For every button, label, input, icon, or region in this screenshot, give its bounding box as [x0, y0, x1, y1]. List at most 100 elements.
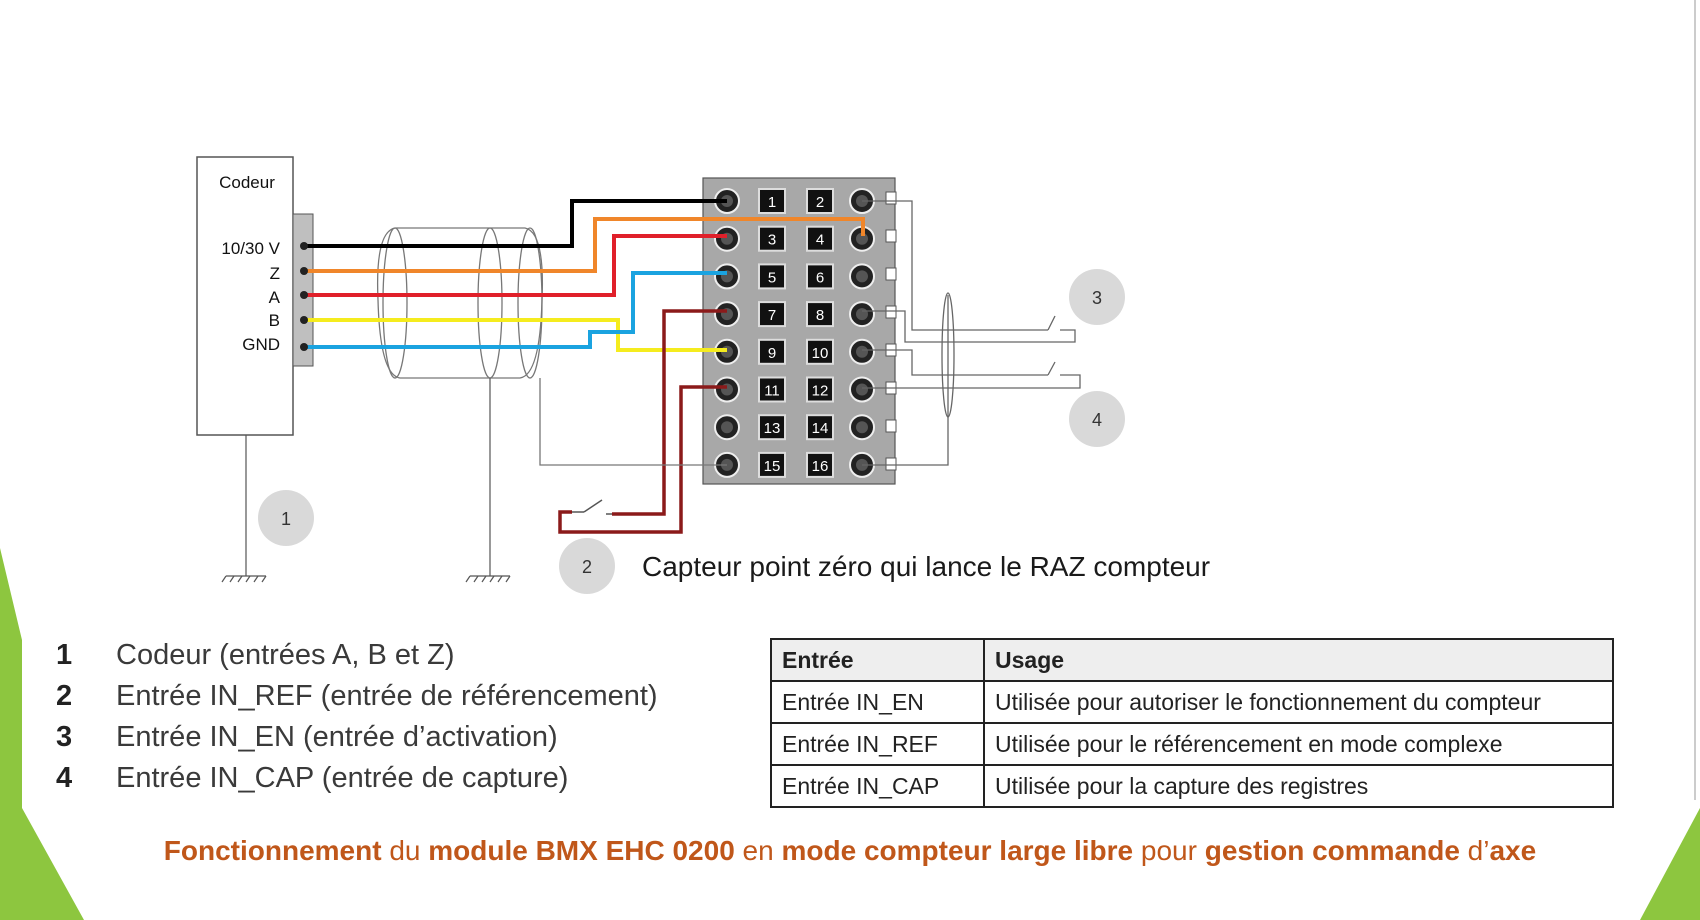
terminal-number: 10	[812, 345, 829, 362]
terminal-number: 3	[768, 232, 776, 249]
caption-part: du	[381, 835, 429, 866]
encoder-pin-labels: 10/30 V Z A B GND	[221, 239, 280, 354]
slide-caption: Fonctionnement du module BMX EHC 0200 en…	[0, 835, 1700, 867]
terminal-number-box	[758, 414, 786, 441]
terminal-number: 9	[768, 345, 776, 362]
legend-number: 1	[56, 639, 73, 671]
terminal-number-box	[758, 188, 786, 214]
terminal-number-box	[806, 225, 834, 252]
table-row: Entrée IN_EN Utilisée pour autoriser le …	[770, 680, 1614, 724]
terminal-number-box	[806, 301, 834, 328]
terminal-number-box	[758, 338, 786, 365]
table-header-row: Entrée Usage	[770, 638, 1614, 682]
zero-sensor-label: Capteur point zéro qui lance le RAZ comp…	[642, 551, 1211, 582]
terminal-number: 16	[812, 458, 829, 475]
terminal-screw-center	[721, 421, 733, 434]
legend-number: 3	[56, 721, 73, 753]
caption-part: module BMX EHC 0200	[428, 835, 735, 866]
cable-shield	[376, 227, 544, 379]
caption-part: d’	[1459, 835, 1490, 866]
legend-item: 1 Codeur (entrées A, B et Z)	[56, 635, 756, 676]
green-corner-left	[0, 548, 84, 920]
cell-usage: Utilisée pour la capture des registres	[983, 764, 1614, 808]
terminal-number: 11	[764, 383, 780, 400]
wire-a	[305, 234, 727, 297]
terminal-number-box	[806, 376, 834, 403]
wire-ref-b	[558, 385, 727, 534]
header-entree: Entrée	[770, 638, 985, 682]
terminal-number: 8	[816, 307, 824, 324]
wire-b	[305, 318, 727, 352]
terminal-number-box	[806, 338, 834, 365]
terminal-number: 1	[768, 194, 776, 211]
wires	[305, 199, 865, 534]
legend-number: 4	[56, 762, 73, 794]
legend-item: 4 Entrée IN_CAP (entrée de capture)	[56, 758, 756, 799]
shield-drain-wire	[539, 378, 727, 466]
svg-text:4: 4	[1092, 410, 1102, 430]
terminal-number-box	[758, 451, 786, 478]
pin-label-supply: 10/30 V	[221, 239, 280, 258]
wire-ref-a	[612, 309, 727, 516]
terminal-number-box	[758, 301, 786, 328]
table-row: Entrée IN_REF Utilisée pour le référence…	[770, 722, 1614, 766]
right-side-wiring	[862, 200, 1081, 466]
cell-entree: Entrée IN_CAP	[770, 764, 985, 808]
legend-item: 2 Entrée IN_REF (entrée de référencement…	[56, 676, 756, 717]
pin-label-gnd: GND	[242, 335, 280, 354]
caption-part: mode compteur large libre	[781, 835, 1134, 866]
wire-gnd	[305, 271, 727, 349]
svg-text:3: 3	[1092, 288, 1102, 308]
callout-3: 3	[1069, 269, 1125, 325]
cell-usage: Utilisée pour le référencement en mode c…	[983, 722, 1614, 766]
terminal-number: 4	[816, 232, 824, 249]
legend: 1 Codeur (entrées A, B et Z) 2 Entrée IN…	[56, 635, 756, 799]
pin-label-z: Z	[270, 264, 280, 283]
caption-part: Fonctionnement	[163, 835, 382, 866]
terminal-screw-center	[856, 270, 868, 283]
legend-text: Codeur (entrées A, B et Z)	[116, 639, 455, 671]
terminal-number-box	[806, 451, 834, 478]
terminal-number-box	[758, 376, 786, 403]
encoder-box	[196, 156, 294, 436]
terminal-number: 12	[812, 383, 829, 400]
usage-table: Entrée Usage Entrée IN_EN Utilisée pour …	[770, 638, 1614, 808]
cell-entree: Entrée IN_REF	[770, 722, 985, 766]
terminal-number-box	[806, 414, 834, 441]
callout-4: 4	[1069, 391, 1125, 447]
terminal-number: 15	[764, 458, 781, 475]
ground-symbol-shield	[465, 378, 511, 583]
callout-1: 1	[258, 490, 314, 546]
terminal-number: 7	[768, 307, 776, 324]
pin-label-a: A	[269, 288, 281, 307]
terminal-number: 14	[812, 420, 829, 437]
terminal-number-box	[806, 263, 834, 290]
terminal-number-box	[758, 225, 786, 252]
legend-number: 2	[56, 680, 73, 712]
terminal-screw-center	[856, 383, 868, 396]
green-corner-right	[1640, 808, 1700, 920]
terminal-screw-center	[856, 421, 868, 434]
terminal-number: 5	[768, 269, 776, 286]
legend-text: Entrée IN_CAP (entrée de capture)	[116, 762, 569, 794]
legend-item: 3 Entrée IN_EN (entrée d’activation)	[56, 717, 756, 758]
terminal-screw-center	[856, 345, 868, 358]
table-row: Entrée IN_CAP Utilisée pour la capture d…	[770, 764, 1614, 808]
svg-text:1: 1	[281, 509, 291, 529]
terminal-number-box	[806, 188, 834, 214]
ground-symbol-encoder	[221, 435, 267, 583]
zero-sensor-switch	[572, 499, 612, 515]
svg-text:2: 2	[582, 557, 592, 577]
encoder-label: Codeur	[219, 173, 275, 192]
encoder-connector	[292, 213, 314, 367]
callout-2: 2	[559, 538, 615, 594]
wire-z	[305, 217, 865, 273]
cell-usage: Utilisée pour autoriser le fonctionnemen…	[983, 680, 1614, 724]
terminal-screw-center	[856, 308, 868, 321]
terminal-number: 6	[816, 269, 824, 286]
wire-supply	[305, 199, 727, 248]
terminal-number: 13	[764, 420, 781, 437]
